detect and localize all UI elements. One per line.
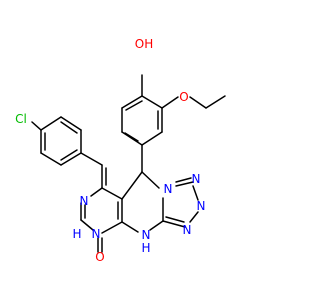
atom-label-n-pyridazine-1: N xyxy=(80,194,89,208)
atom-label-o-ether: O xyxy=(179,90,188,104)
atom-label-n-tetrazole-3: N xyxy=(197,199,206,213)
bond-lines xyxy=(31,74,226,253)
atom-label-n-tetrazole-2: N xyxy=(192,172,201,186)
molecule-structure: Cl OH O O N N H N N N N N H xyxy=(15,37,226,264)
atom-label-oh: OH xyxy=(135,37,153,51)
atom-label-h-pyridazine: H xyxy=(72,227,81,241)
atom-label-o-keto: O xyxy=(95,250,104,264)
atom-label-n-tetrazole-1: N xyxy=(164,182,173,196)
atom-label-n-tetrazole-4: N xyxy=(183,223,192,237)
atom-label-cl: Cl xyxy=(15,112,27,126)
atom-label-h-nh: H xyxy=(141,241,150,255)
atom-labels: Cl OH O O N N H N N N N N H xyxy=(15,37,205,264)
atom-label-n-pyridazine-2: N xyxy=(92,227,101,241)
atom-label-nh: N xyxy=(142,228,151,242)
